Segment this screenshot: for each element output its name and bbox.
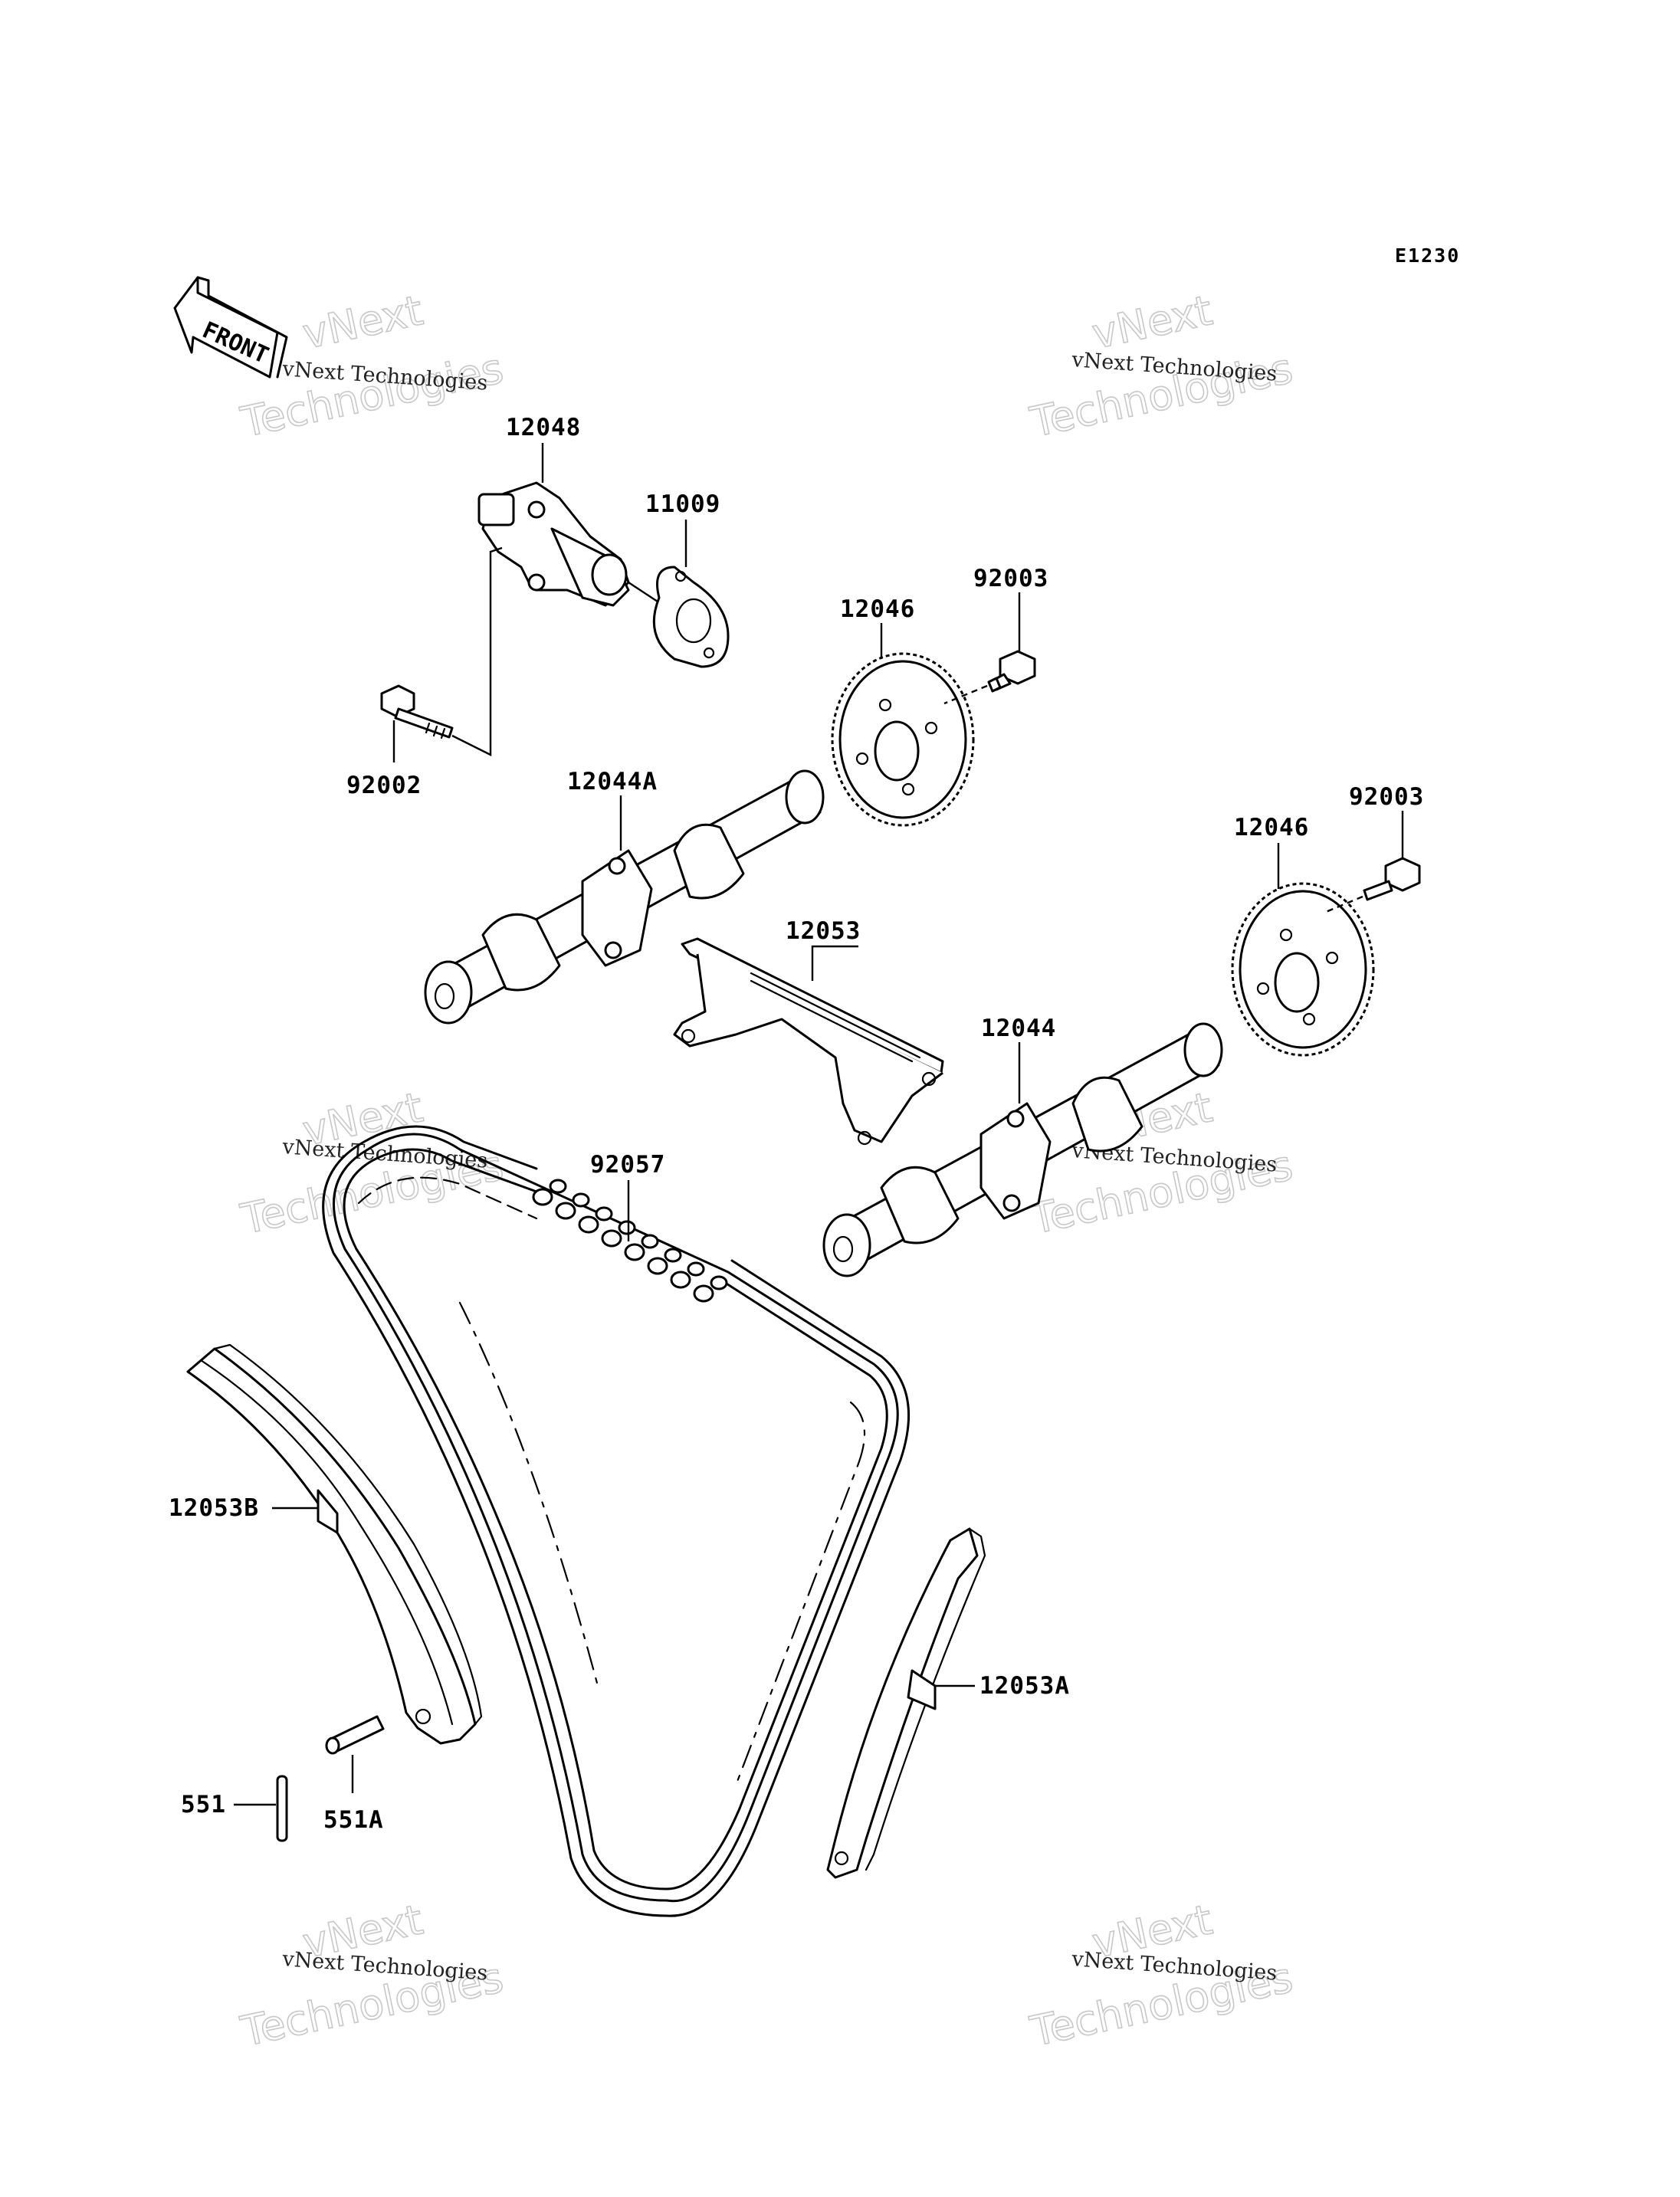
part-label-92057: 92057 — [590, 1151, 665, 1179]
part-label-12048: 12048 — [506, 414, 581, 441]
front-chain-guide: 12053A — [826, 1527, 1070, 1879]
part-label-12046-right: 12046 — [1234, 814, 1309, 841]
watermark-top-left: vNext Technologies vNext Technologies — [236, 285, 508, 447]
cam-chain: 92057 — [322, 1125, 911, 1917]
svg-text:Technologies: Technologies — [237, 344, 507, 447]
part-label-11009: 11009 — [645, 490, 720, 518]
pin-551: 551 — [181, 1775, 288, 1842]
watermark-top-right: vNext Technologies vNext Technologies — [1025, 285, 1298, 447]
tensioner-bolt: 92002 — [346, 546, 503, 799]
tensioner-gasket: 11009 — [628, 490, 730, 668]
camshaft-sprocket-top: 12046 — [831, 595, 975, 827]
camshaft-sprocket-right: 12046 — [1231, 814, 1375, 1057]
part-label-12044: 12044 — [981, 1015, 1056, 1042]
sprocket-bolt-top: 92003 — [943, 565, 1048, 705]
sprocket-bolt-right: 92003 — [1325, 783, 1424, 913]
part-label-12053: 12053 — [786, 917, 861, 945]
part-label-12044a: 12044A — [567, 768, 658, 795]
camshaft-12044a: 12044A — [424, 768, 825, 1025]
watermark-bottom-left: vNext Technologies vNext Technologies — [236, 1894, 508, 2056]
dowel-pin-551a: 551A — [323, 1715, 385, 1834]
part-label-551a: 551A — [323, 1806, 384, 1834]
part-label-92003-top: 92003 — [973, 565, 1048, 592]
part-label-551: 551 — [181, 1791, 226, 1818]
cam-chain-tensioner: 12048 — [477, 414, 630, 607]
watermark-bottom-right: vNext Technologies vNext Technologies — [1025, 1894, 1298, 2056]
rear-chain-guide: 12053B — [169, 1343, 483, 1745]
svg-text:vNext: vNext — [299, 286, 427, 358]
part-label-12046-top: 12046 — [840, 595, 915, 623]
front-arrow-icon: FRONT — [173, 276, 288, 379]
part-label-12053b: 12053B — [169, 1494, 259, 1522]
part-label-12053a: 12053A — [979, 1672, 1070, 1700]
svg-text:vNext: vNext — [1088, 286, 1216, 358]
part-label-92003-right: 92003 — [1349, 783, 1424, 811]
chain-links — [532, 1179, 728, 1303]
camshaft-12044: 12044 — [822, 1015, 1223, 1277]
part-label-92002: 92002 — [346, 772, 422, 799]
upper-chain-guide: 12053 — [673, 917, 944, 1146]
diagram-code: E1230 — [1395, 244, 1460, 267]
watermark-mid-left: vNext Technologies vNext Technologies — [236, 1082, 508, 1244]
